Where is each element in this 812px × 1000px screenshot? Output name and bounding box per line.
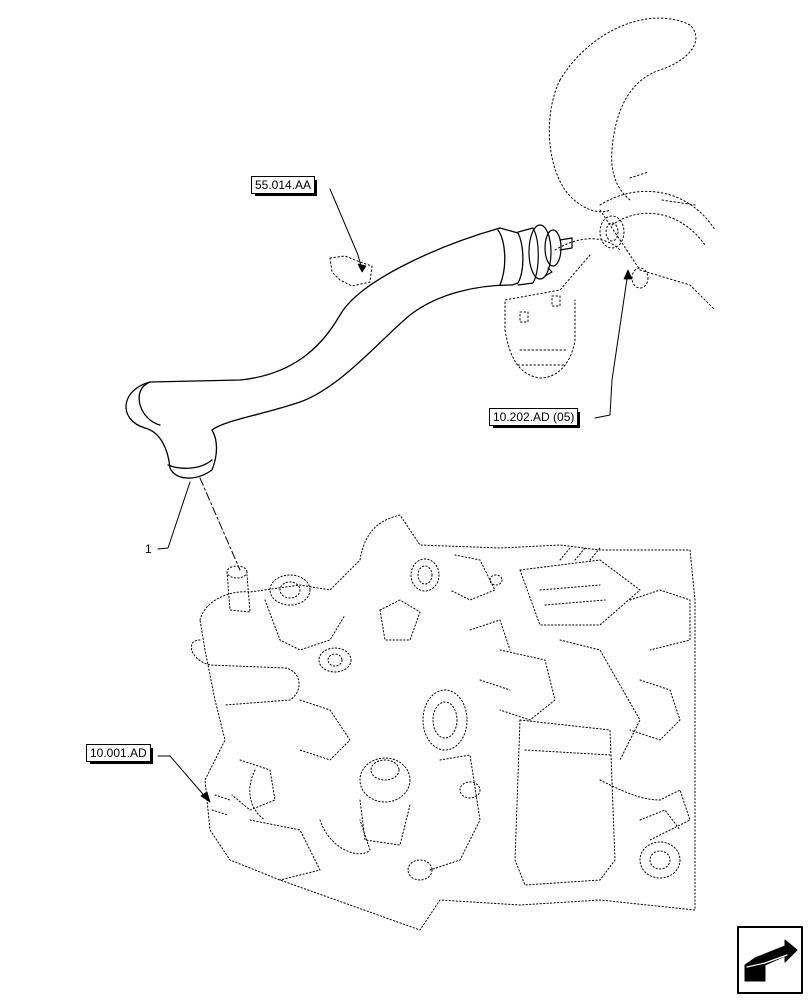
- reference-label-55-014-aa[interactable]: 55.014.AA: [251, 176, 318, 196]
- leader-lines: [157, 188, 629, 801]
- phantom-air-duct: [329, 17, 716, 379]
- reference-label-10-001-ad[interactable]: 10.001.AD: [86, 744, 153, 764]
- engine-assembly: [190, 514, 696, 931]
- reference-label-10-202-ad-05[interactable]: 10.202.AD (05): [489, 408, 581, 428]
- centerline: [199, 477, 241, 571]
- item-callout-1: 1: [145, 542, 152, 556]
- leader-arrowhead-55-014: [357, 263, 367, 273]
- air-hose: [125, 227, 524, 479]
- next-page-arrow-icon[interactable]: [737, 926, 803, 994]
- leader-arrowhead-10-202: [623, 269, 633, 280]
- hose-clamp: [517, 224, 573, 286]
- leader-arrowhead-10-001: [200, 791, 211, 803]
